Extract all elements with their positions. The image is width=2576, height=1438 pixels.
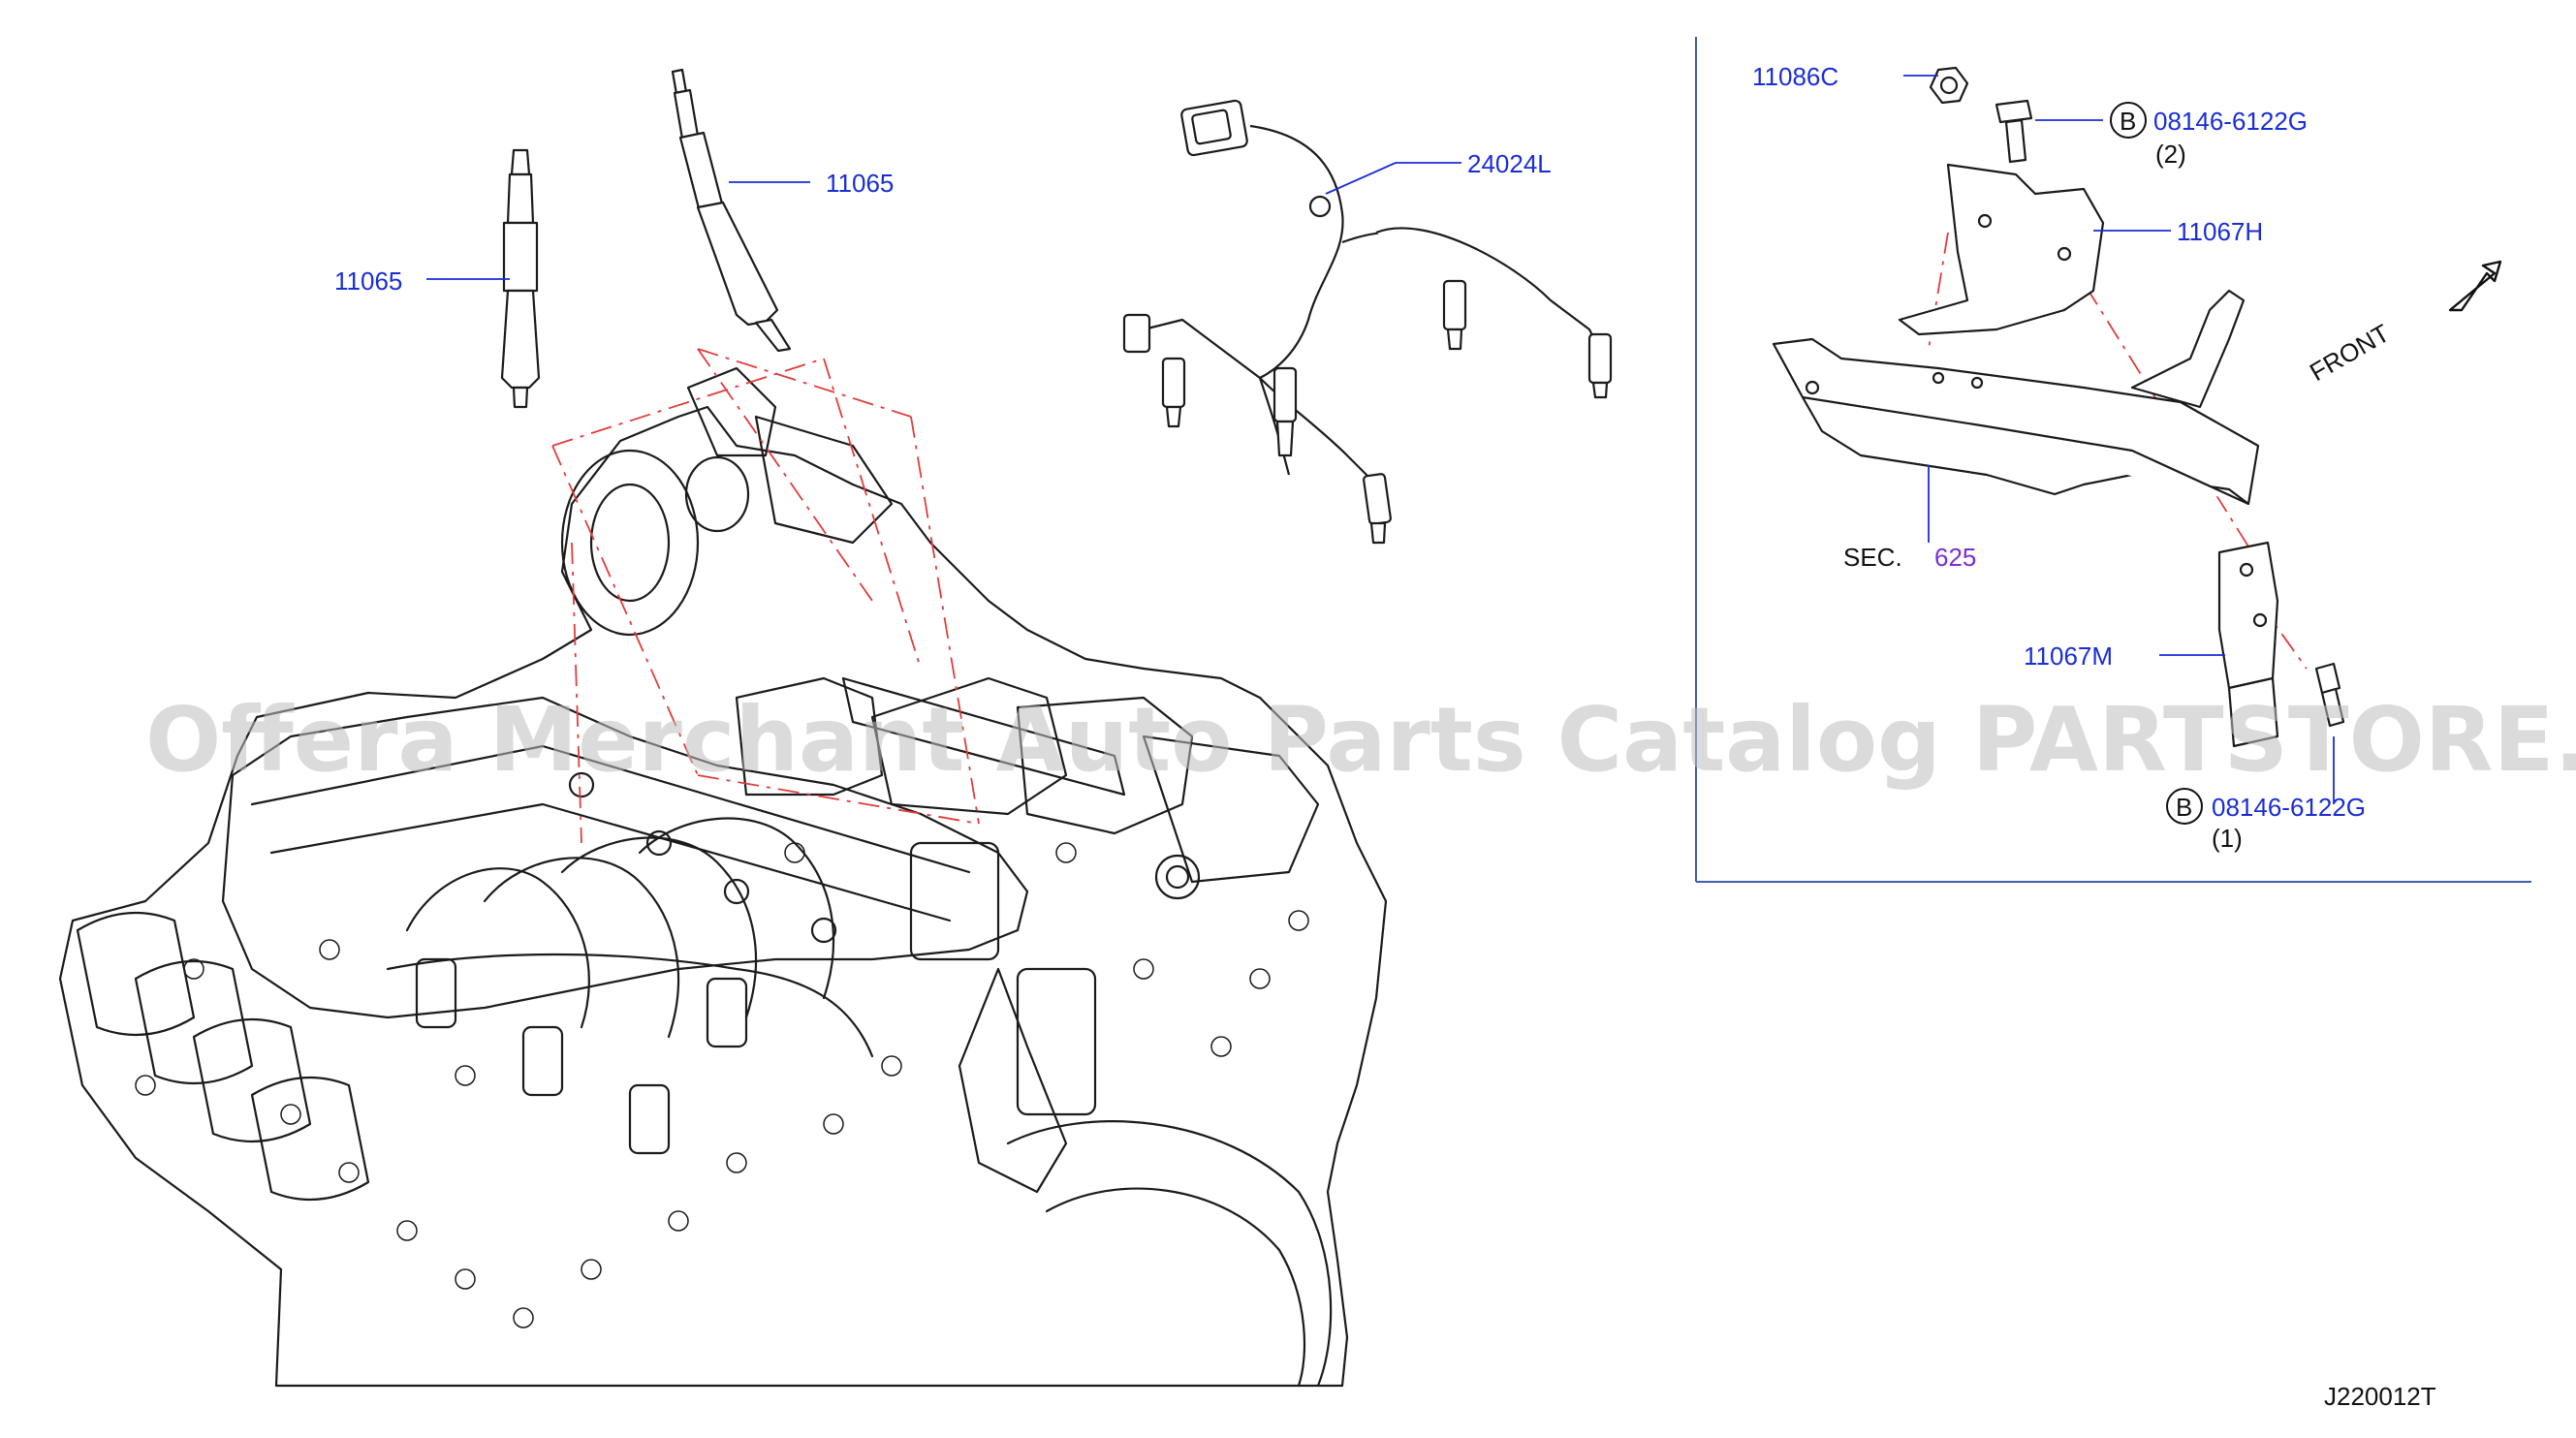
callout-sec-number[interactable]: 625 <box>1934 543 1976 572</box>
callout-bolt-bottom-code[interactable]: 08146-6122G <box>2212 793 2366 822</box>
svg-text:B: B <box>2120 107 2136 136</box>
bolt-top[interactable] <box>1995 99 2033 164</box>
callout-11065-right[interactable]: 11065 <box>826 169 894 198</box>
bracket-11067h[interactable] <box>1898 163 2105 336</box>
callout-11065-left[interactable]: 11065 <box>334 266 402 296</box>
callout-sec-label: SEC. <box>1843 543 1902 572</box>
glow-plug-left[interactable] <box>500 148 541 409</box>
inset-frame <box>1695 37 2531 883</box>
bolt-marker-top: B <box>2110 102 2147 139</box>
callout-24024l[interactable]: 24024L <box>1467 149 1552 178</box>
callout-11086c[interactable]: 11086C <box>1752 62 1838 91</box>
engine-block-illustration <box>58 366 1388 1388</box>
glow-plug-harness[interactable] <box>1122 99 1613 545</box>
bracket-11067m[interactable] <box>2217 541 2279 748</box>
leader-lines <box>426 75 2335 804</box>
callout-11067h[interactable]: 11067H <box>2177 217 2263 246</box>
glow-plug-right[interactable] <box>671 68 792 353</box>
crossmember-sec625[interactable] <box>1772 289 2260 506</box>
nut-11086c[interactable] <box>1929 66 1969 105</box>
front-indicator: FRONT <box>2305 318 2395 387</box>
svg-text:B: B <box>2176 793 2192 822</box>
callout-bolt-top-code[interactable]: 08146-6122G <box>2153 107 2308 136</box>
callout-bolt-bottom-qty: (1) <box>2212 824 2243 853</box>
bolt-bottom[interactable] <box>2314 662 2345 728</box>
callout-bolt-top-qty: (2) <box>2155 140 2186 169</box>
callout-11067m[interactable]: 11067M <box>2024 641 2113 671</box>
watermark-text: Offera Merchant Auto Parts Catalog PARTS… <box>145 688 2576 792</box>
front-arrow-icon <box>2448 260 2502 312</box>
bolt-marker-bottom: B <box>2166 788 2203 825</box>
diagram-id: J220012T <box>2324 1382 2436 1411</box>
